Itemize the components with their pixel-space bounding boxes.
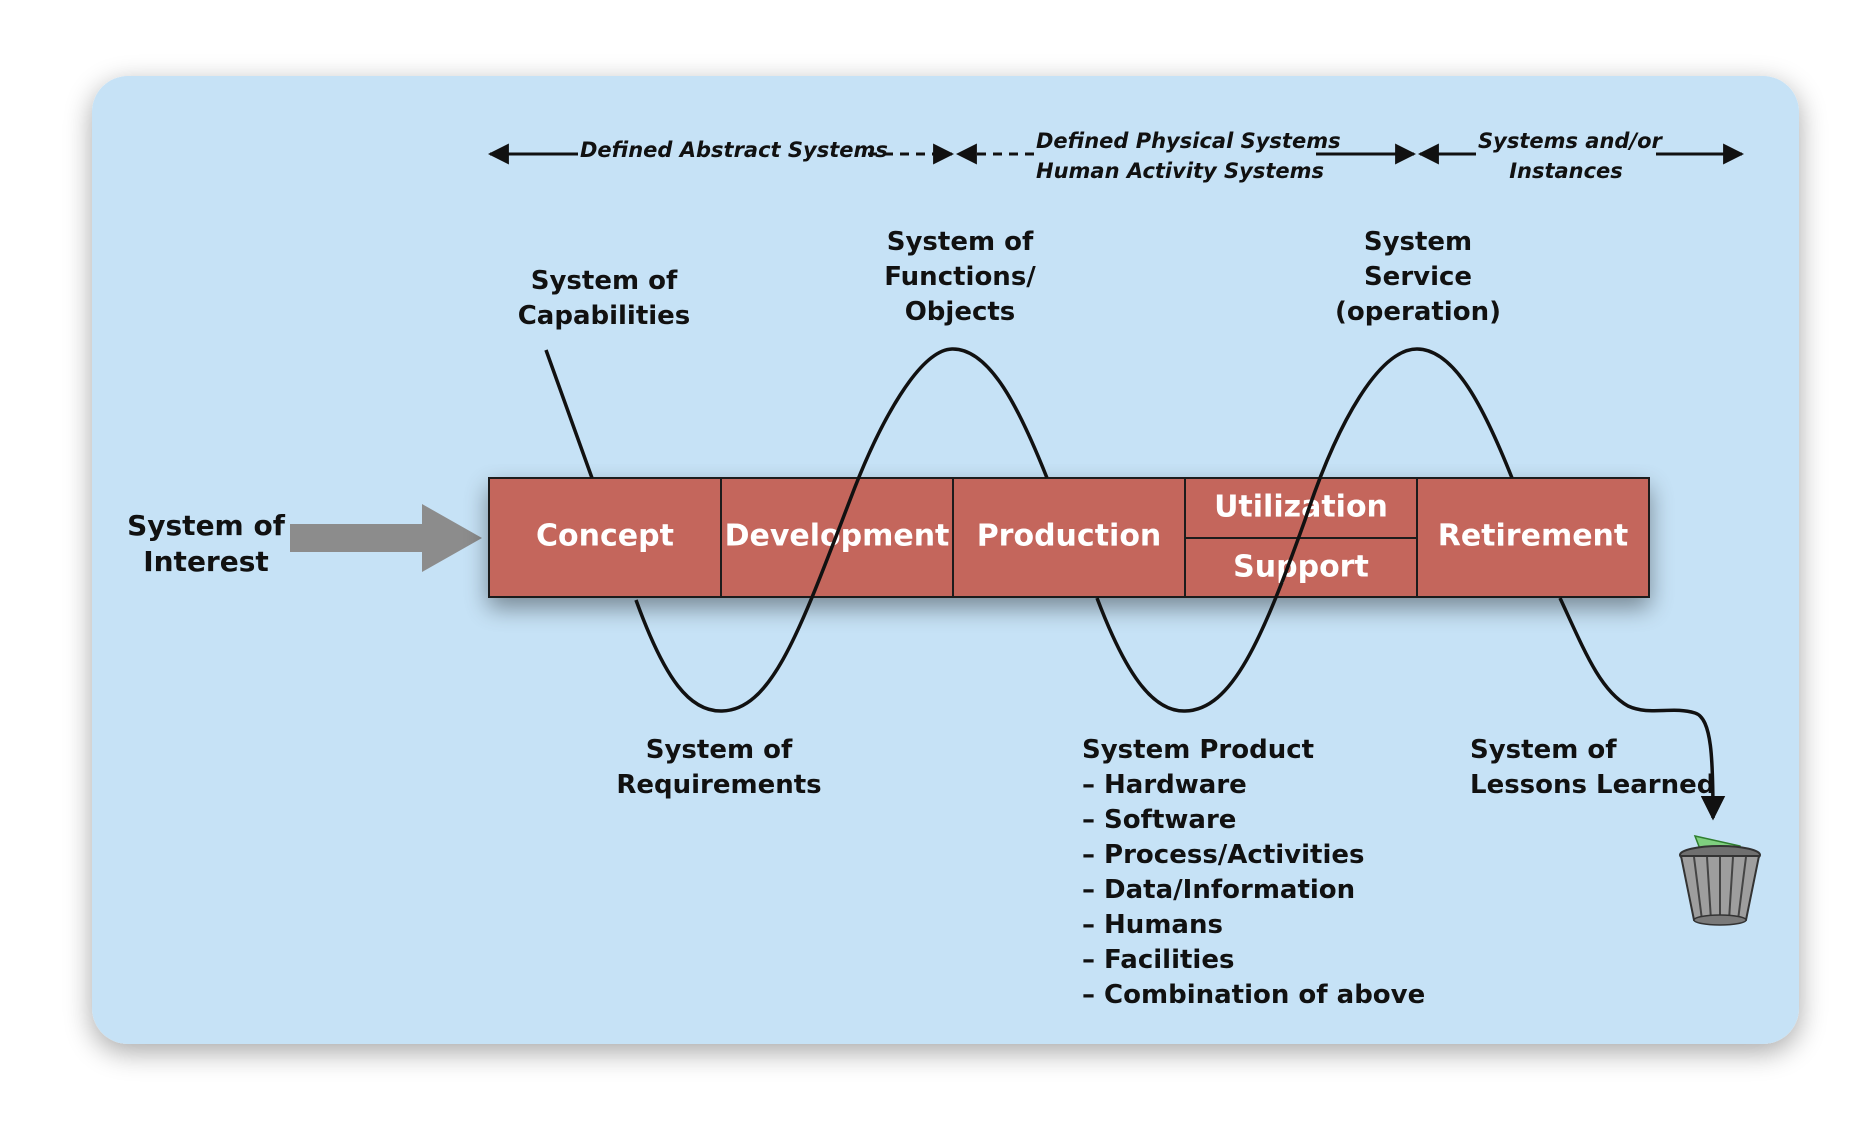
product-item: – Hardware (1082, 770, 1247, 800)
input-label-line1: System of (127, 509, 285, 542)
label-system-service: System Service (operation) (1328, 225, 1508, 330)
stage-label-retirement: Retirement (1438, 519, 1629, 554)
stage-box-production (952, 477, 1186, 598)
stage-strip (488, 477, 1650, 598)
service-line2: Service (1363, 262, 1473, 292)
product-items-list: – Hardware – Software – Process/Activities… (1082, 768, 1426, 1013)
scale-label-abstract: Defined Abstract Systems (580, 138, 888, 162)
input-label-line2: Interest (143, 545, 269, 578)
product-item: – Combination of above (1082, 980, 1426, 1010)
requirements-line1: System of (645, 735, 793, 765)
service-line1: System (1363, 227, 1473, 257)
label-system-of-functions: System of Functions/ Objects (870, 225, 1050, 330)
stage-box-retirement (1416, 477, 1650, 598)
product-item: – Facilities (1082, 945, 1235, 975)
scale-label-physical: Defined Physical Systems Human Activity … (1036, 126, 1341, 186)
functions-line3: Objects (904, 297, 1016, 327)
input-label: System of Interest (120, 508, 292, 580)
functions-line1: System of (886, 227, 1034, 257)
stage-label-utilization: Utilization (1214, 490, 1388, 525)
capabilities-line1: System of (530, 266, 678, 296)
bin-base (1693, 914, 1747, 926)
scale-label-physical-line1: Defined Physical Systems (1036, 129, 1341, 153)
capabilities-line2: Capabilities (517, 301, 691, 331)
product-item: – Process/Activities (1082, 840, 1365, 870)
stage-label-support: Support (1233, 550, 1369, 585)
label-system-of-requirements: System of Requirements (614, 733, 824, 803)
product-item: – Software (1082, 805, 1237, 835)
lessons-line1: System of (1470, 735, 1617, 765)
label-system-of-capabilities: System of Capabilities (514, 264, 694, 334)
label-system-of-lessons-learned: System of Lessons Learned (1470, 733, 1716, 803)
functions-line2: Functions/ (884, 262, 1036, 292)
arrow-right-icon (290, 504, 482, 572)
trash-bin-icon (1679, 834, 1761, 926)
capabilities-pointer-line (544, 349, 594, 479)
service-line3: (operation) (1335, 297, 1501, 327)
label-system-product: System Product – Hardware – Software – Pro… (1082, 733, 1426, 1013)
lessons-line2: Lessons Learned (1470, 770, 1716, 800)
scale-label-instances-line1: Systems and/or (1478, 129, 1662, 153)
lifecycle-wave-second (1095, 347, 1514, 713)
scale-label-instances: Systems and/or Instances (1478, 126, 1662, 186)
scale-label-physical-line2: Human Activity Systems (1036, 159, 1325, 183)
stage-label-concept: Concept (536, 519, 674, 554)
stage-box-support (1184, 537, 1418, 598)
product-title: System Product (1082, 735, 1315, 765)
product-item: – Data/Information (1082, 875, 1356, 905)
requirements-line2: Requirements (616, 770, 822, 800)
stage-box-concept (488, 477, 722, 598)
lifecycle-wave (634, 347, 1049, 713)
scale-label-instances-line2: Instances (1509, 159, 1623, 183)
lessons-learned-line (1558, 597, 1726, 821)
stage-label-production: Production (977, 519, 1162, 554)
bin-ribs (1693, 856, 1747, 921)
product-item: – Humans (1082, 910, 1223, 940)
